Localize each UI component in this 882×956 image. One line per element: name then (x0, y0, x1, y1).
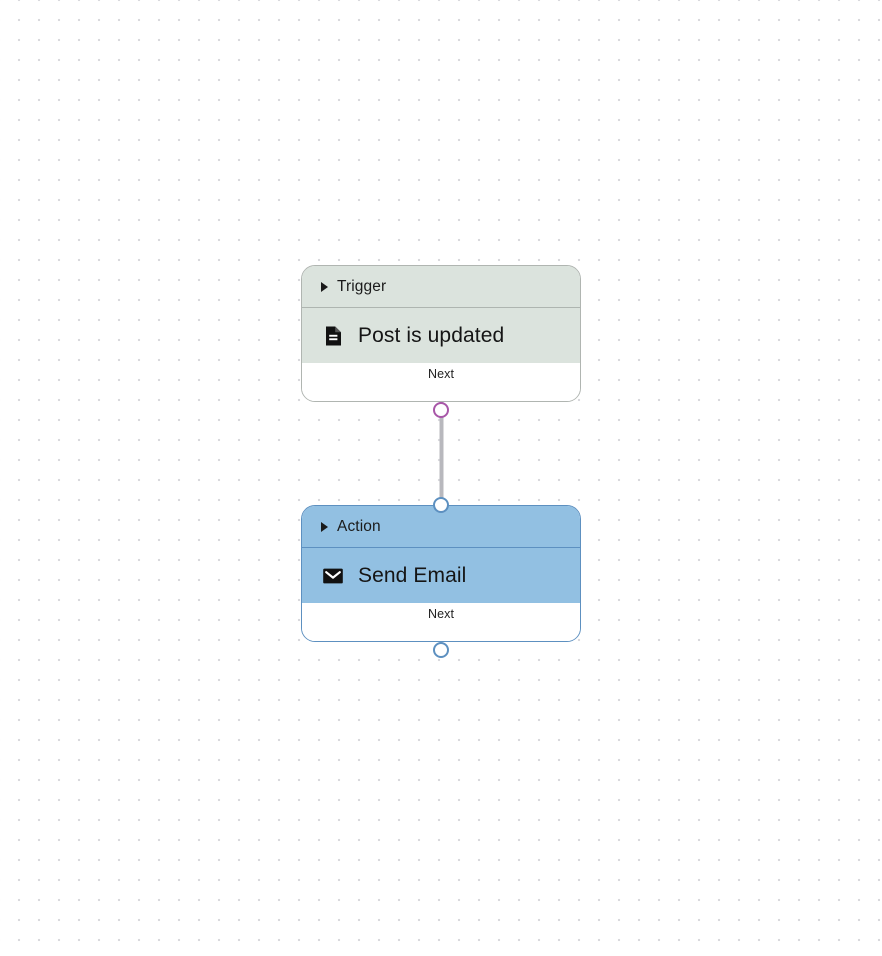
workflow-node-action[interactable]: Action Send Email Next (301, 497, 581, 658)
trigger-source-handle[interactable] (433, 402, 449, 418)
disclosure-triangle-icon[interactable] (321, 281, 328, 292)
action-node-footer: Next (302, 603, 580, 641)
trigger-node-footer: Next (302, 363, 580, 401)
action-node-body[interactable]: Send Email (302, 547, 580, 603)
action-node-label: Send Email (358, 563, 467, 587)
action-node-frame: Action Send Email Next (301, 505, 581, 642)
document-icon (320, 323, 346, 349)
disclosure-triangle-icon[interactable] (321, 521, 328, 532)
trigger-node-header[interactable]: Trigger (302, 266, 580, 307)
action-source-handle[interactable] (433, 642, 449, 658)
action-target-handle[interactable] (433, 497, 449, 513)
action-next-label: Next (427, 607, 455, 621)
trigger-node-frame: Trigger Post is updated Next (301, 265, 581, 402)
action-node-header-label: Action (337, 517, 381, 535)
trigger-next-label: Next (427, 367, 455, 381)
trigger-node-header-label: Trigger (337, 277, 387, 295)
workflow-node-trigger[interactable]: Trigger Post is updated Next (301, 265, 581, 418)
trigger-node-label: Post is updated (358, 323, 505, 347)
envelope-icon (320, 563, 346, 589)
trigger-node-body[interactable]: Post is updated (302, 307, 580, 363)
